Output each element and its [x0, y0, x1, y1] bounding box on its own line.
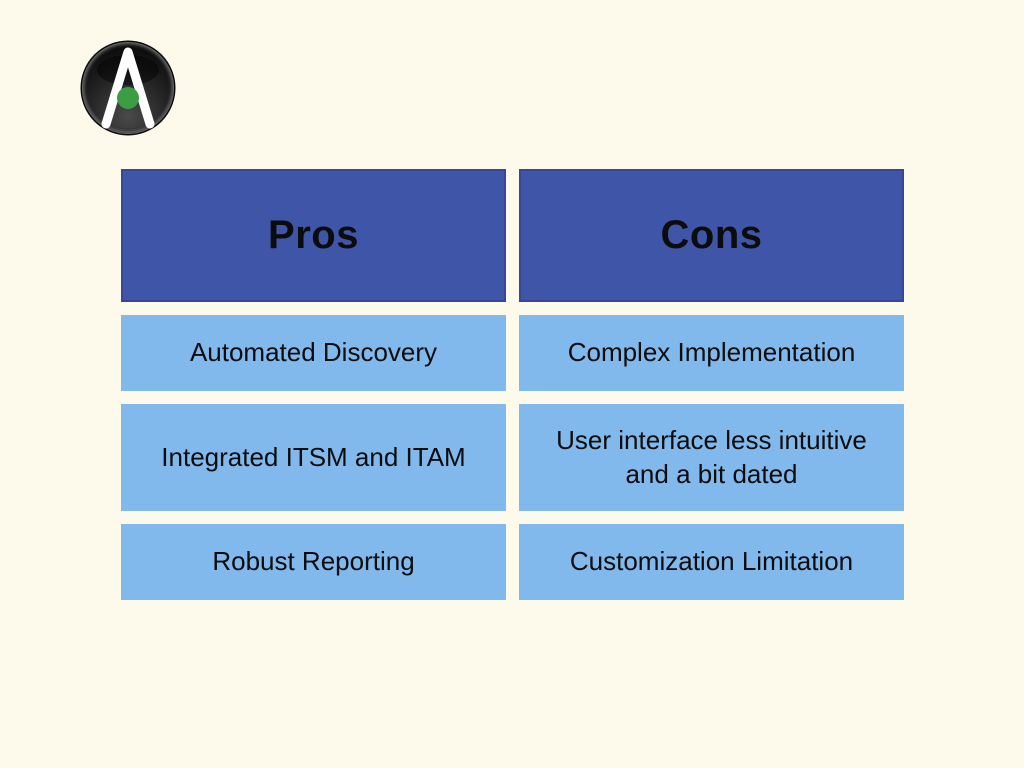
- pros-header: Pros: [121, 169, 506, 302]
- pros-item-1: Automated Discovery: [121, 315, 506, 391]
- cons-item-1: Complex Implementation: [519, 315, 904, 391]
- cons-item-2: User interface less intuitive and a bit …: [519, 404, 904, 511]
- pros-cons-table: Pros Cons Automated Discovery Complex Im…: [121, 169, 904, 600]
- cons-item-3: Customization Limitation: [519, 524, 904, 600]
- pros-item-2: Integrated ITSM and ITAM: [121, 404, 506, 511]
- cons-header: Cons: [519, 169, 904, 302]
- green-dot-icon: [117, 87, 139, 109]
- brand-logo: [80, 40, 176, 136]
- pros-item-3: Robust Reporting: [121, 524, 506, 600]
- lambda-a-logo-icon: [80, 40, 176, 136]
